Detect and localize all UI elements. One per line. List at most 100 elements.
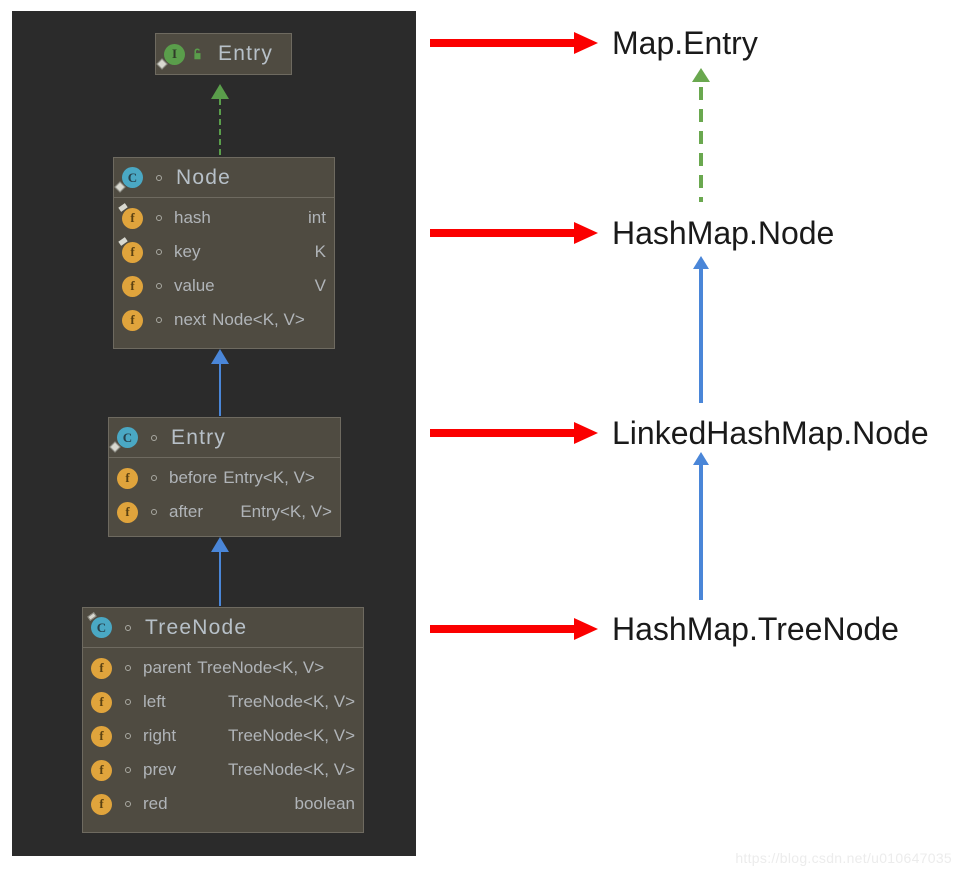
callout-arrow-head <box>574 618 598 640</box>
callout-arrow-head <box>574 222 598 244</box>
annot-linkedhashmap-node: LinkedHashMap.Node <box>612 415 929 451</box>
realization-arrowhead <box>211 84 229 99</box>
unlock-icon <box>194 48 201 60</box>
generalization-arrowhead <box>211 349 229 364</box>
visibility-dot-icon <box>125 801 131 807</box>
uml-member-row[interactable]: f key K <box>114 235 334 269</box>
uml-member-type: TreeNode<K, V> <box>228 760 355 779</box>
annot-hashmap-node: HashMap.Node <box>612 215 835 251</box>
annot-realization-line <box>699 82 703 202</box>
callout-arrow-map-entry <box>430 32 598 54</box>
watermark-text: https://blog.csdn.net/u010647035 <box>735 850 952 866</box>
visibility-dot-icon <box>156 249 162 255</box>
uml-member-list: f before Entry<K, V> f after Entry<K, V> <box>109 458 340 534</box>
uml-member-name: right <box>143 726 177 745</box>
uml-class-name: Entry <box>218 42 274 65</box>
visibility-dot-icon <box>125 624 131 631</box>
annot-map-entry: Map.Entry <box>612 25 758 61</box>
uml-member-type: Entry<K, V> <box>240 502 332 521</box>
class-badge-icon: C <box>117 427 138 448</box>
visibility-dot-icon <box>125 767 131 773</box>
field-badge-icon: f <box>122 207 143 229</box>
visibility-dot-icon <box>156 215 162 221</box>
uml-member-type: Node<K, V> <box>212 310 305 329</box>
visibility-dot-icon <box>125 733 131 739</box>
class-badge-icon: C <box>91 617 112 638</box>
uml-member-name: parent <box>143 658 192 677</box>
callout-arrow-shaft <box>430 429 576 437</box>
field-badge-icon: f <box>122 275 143 297</box>
visibility-dot-icon <box>125 699 131 705</box>
uml-member-row[interactable]: f hash int <box>114 201 334 235</box>
field-badge-icon: f <box>91 759 112 781</box>
field-badge-icon: f <box>122 309 143 331</box>
uml-member-row[interactable]: f right TreeNode<K, V> <box>83 719 363 753</box>
uml-class-header: C TreeNode <box>83 608 363 648</box>
uml-member-row[interactable]: f before Entry<K, V> <box>109 461 340 495</box>
visibility-dot-icon <box>156 283 162 289</box>
field-badge-icon: f <box>117 501 138 523</box>
generalization-connector-line <box>219 364 221 416</box>
callout-arrow-linkedhashmap-node <box>430 422 598 444</box>
uml-member-type: TreeNode<K, V> <box>228 726 355 745</box>
uml-member-row[interactable]: f red boolean <box>83 787 363 821</box>
uml-class-box-linkedhashmap-entry[interactable]: C Entry f before Entry<K, V> f after Ent… <box>108 417 341 537</box>
visibility-dot-icon <box>151 434 157 441</box>
annot-generalization-line <box>699 269 703 403</box>
uml-class-box-hashmap-node[interactable]: C Node f hash int f key K f value V <box>113 157 335 349</box>
uml-member-name: red <box>143 794 168 813</box>
field-badge-icon: f <box>91 657 112 679</box>
field-badge-icon: f <box>91 691 112 713</box>
uml-member-name: left <box>143 692 166 711</box>
annot-generalization-line <box>699 465 703 600</box>
visibility-dot-icon <box>156 174 162 181</box>
uml-member-row[interactable]: f next Node<K, V> <box>114 303 334 337</box>
callout-arrow-head <box>574 422 598 444</box>
field-badge-icon: f <box>91 793 112 815</box>
callout-arrow-shaft <box>430 625 576 633</box>
annot-hashmap-treenode: HashMap.TreeNode <box>612 611 899 647</box>
uml-member-type: V <box>314 276 326 295</box>
uml-member-name: key <box>174 242 201 261</box>
callout-arrow-head <box>574 32 598 54</box>
uml-member-type: Entry<K, V> <box>223 468 315 487</box>
uml-member-row[interactable]: f value V <box>114 269 334 303</box>
realization-connector-line <box>219 99 221 155</box>
uml-member-type: K <box>314 242 326 261</box>
uml-member-name: prev <box>143 760 177 779</box>
visibility-dot-icon <box>151 509 157 515</box>
uml-member-type: int <box>308 208 326 227</box>
uml-class-name: Node <box>176 165 232 189</box>
callout-arrow-hashmap-node <box>430 222 598 244</box>
class-badge-icon: C <box>122 167 143 188</box>
generalization-arrowhead <box>211 537 229 552</box>
uml-class-header: I Entry <box>156 34 291 74</box>
uml-member-type: TreeNode<K, V> <box>197 658 325 677</box>
field-badge-icon: f <box>122 241 143 263</box>
uml-member-row[interactable]: f left TreeNode<K, V> <box>83 685 363 719</box>
callout-arrow-shaft <box>430 39 576 47</box>
uml-class-box-map-entry[interactable]: I Entry <box>155 33 292 75</box>
uml-class-name: TreeNode <box>145 615 248 639</box>
generalization-connector-line <box>219 552 221 606</box>
visibility-dot-icon <box>151 475 157 481</box>
uml-member-row[interactable]: f prev TreeNode<K, V> <box>83 753 363 787</box>
uml-member-list: f hash int f key K f value V f next <box>114 198 334 342</box>
uml-member-type: boolean <box>294 794 355 813</box>
annot-realization-arrowhead <box>692 68 710 82</box>
callout-arrow-shaft <box>430 229 576 237</box>
annot-generalization-arrowhead <box>693 452 709 465</box>
uml-class-name: Entry <box>171 425 227 449</box>
visibility-dot-icon <box>125 665 131 671</box>
field-badge-icon: f <box>117 467 138 489</box>
uml-member-type: TreeNode<K, V> <box>228 692 355 711</box>
uml-class-header: C Node <box>114 158 334 198</box>
uml-class-header: C Entry <box>109 418 340 458</box>
uml-class-box-hashmap-treenode[interactable]: C TreeNode f parent TreeNode<K, V> f lef… <box>82 607 364 833</box>
uml-member-name: next <box>174 310 207 329</box>
uml-member-row[interactable]: f parent TreeNode<K, V> <box>83 651 363 685</box>
uml-member-row[interactable]: f after Entry<K, V> <box>109 495 340 529</box>
uml-member-name: value <box>174 276 215 295</box>
callout-arrow-hashmap-treenode <box>430 618 598 640</box>
field-badge-icon: f <box>91 725 112 747</box>
